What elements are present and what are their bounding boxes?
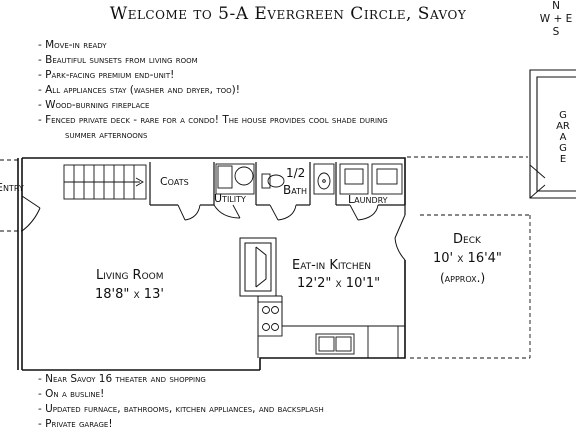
feature-item: - All appliances stay (washer and dryer,… — [38, 84, 240, 96]
garage-door-lines — [529, 164, 546, 199]
compass-west-east: W + E — [539, 13, 573, 25]
laundry-label: Laundry — [348, 193, 388, 206]
kitchen-appliance — [367, 325, 399, 359]
bath-label-line1: 1/2 — [286, 166, 306, 180]
feature-item: - Near Savoy 16 theater and shopping — [38, 373, 206, 385]
living-room-dimensions: 18'8" x 13' — [95, 287, 164, 302]
fireplace — [239, 237, 277, 297]
feature-item-continuation: summer afternoons — [38, 128, 388, 143]
feature-item: - Park-facing premium end-unit! — [38, 69, 175, 81]
bath-sink — [313, 163, 335, 195]
deck-door — [394, 214, 406, 261]
features-bottom-list: - Near Savoy 16 theater and shopping - O… — [38, 372, 324, 432]
interior-walls — [149, 162, 406, 215]
feature-item: - Move-in ready — [38, 39, 107, 51]
interior-door-swings — [177, 204, 379, 221]
page-title: Welcome to 5-A Evergreen Circle, Savoy — [109, 4, 467, 24]
kitchen-dimensions: 12'2" x 10'1" — [297, 276, 381, 291]
living-room-label: Living Room — [96, 268, 164, 283]
feature-item: - On a busline! — [38, 388, 105, 400]
feature-item: - Updated furnace, bathrooms, kitchen ap… — [38, 403, 324, 415]
water-heater — [215, 163, 255, 195]
exterior-walls — [17, 157, 406, 371]
bath-label-line2: Bath — [283, 183, 307, 197]
feature-item: - Beautiful sunsets from living room — [38, 54, 198, 66]
toilet — [261, 173, 285, 189]
compass: N W + E S — [536, 0, 576, 39]
utility-label: Utility — [214, 192, 246, 205]
stove — [257, 301, 283, 337]
kitchen-counters — [257, 295, 405, 358]
garage-outline — [529, 69, 576, 199]
entry-door — [21, 195, 41, 232]
feature-item: - Fenced private deck - rare for a condo… — [38, 114, 388, 126]
entry-label: Entry — [0, 181, 24, 194]
compass-north: N — [552, 0, 560, 12]
deck-note: (approx.) — [440, 271, 486, 285]
deck-dimensions: 10' x 16'4" — [433, 251, 502, 266]
feature-continuation-text: summer afternoons — [65, 129, 148, 141]
feature-item: - Wood-burning fireplace — [38, 99, 150, 111]
washer-dryer — [339, 163, 403, 195]
kitchen-label: Eat-in Kitchen — [292, 258, 371, 273]
compass-south: S — [552, 26, 560, 38]
stairs — [63, 164, 147, 200]
features-top-list: - Move-in ready - Beautiful sunsets from… — [38, 38, 388, 143]
coats-label: Coats — [160, 175, 189, 188]
garage-label: GARAGE — [556, 110, 570, 165]
dashed-boundary-lines — [0, 156, 531, 359]
feature-item: - Private garage! — [38, 418, 113, 430]
deck-label: Deck — [453, 232, 481, 247]
kitchen-sink — [315, 333, 355, 355]
